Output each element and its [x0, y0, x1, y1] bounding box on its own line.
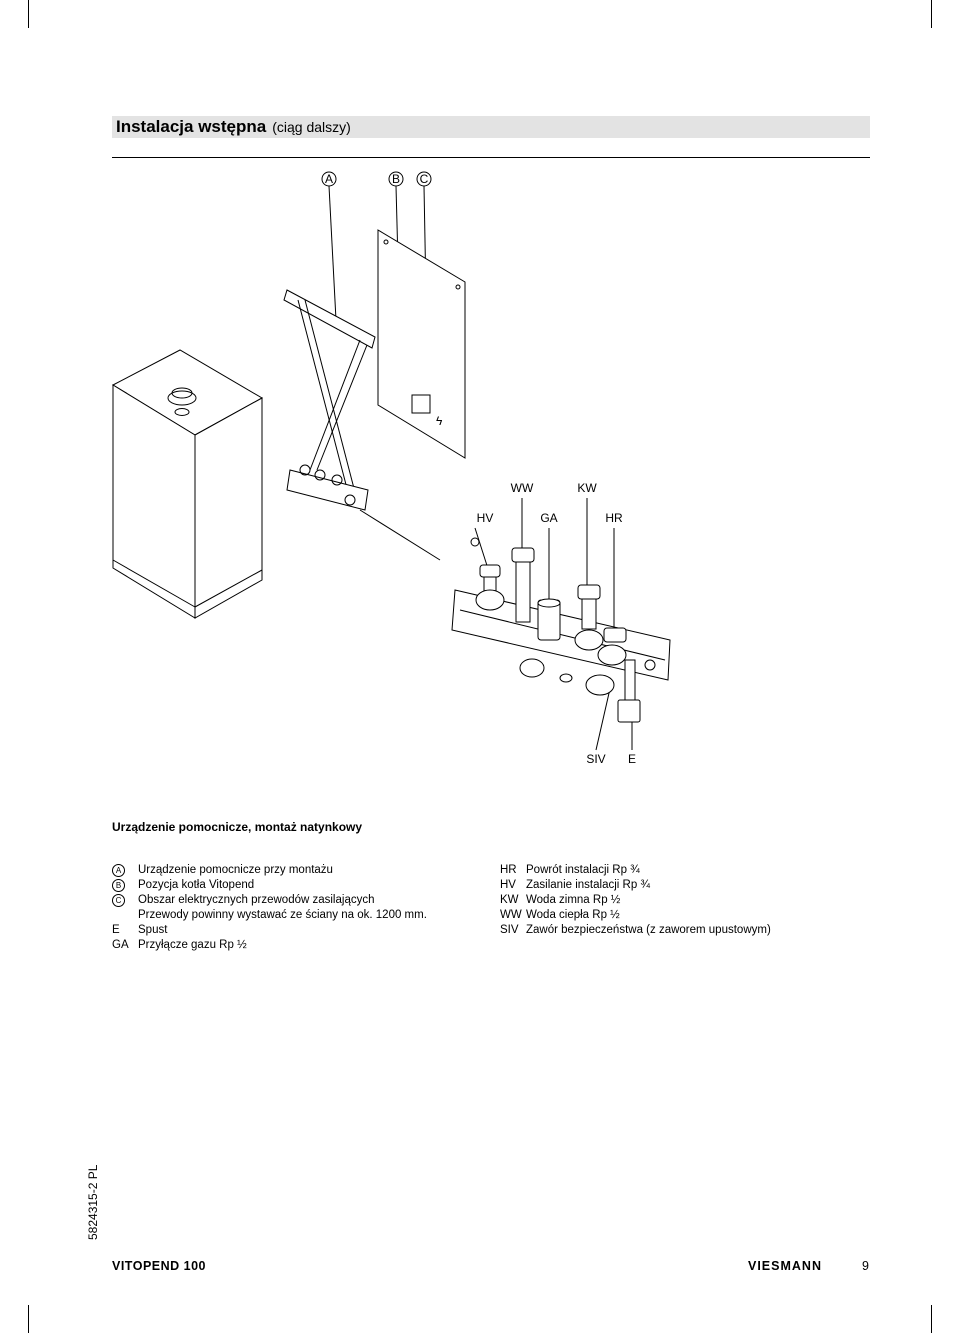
- header-bar: [112, 116, 870, 138]
- wall-template: ϟ: [377, 229, 466, 459]
- legend-key: GA: [112, 939, 129, 951]
- legend-text: Powrót instalacji Rp ¾: [526, 864, 640, 876]
- label-kw: KW: [577, 481, 597, 495]
- label-ga: GA: [540, 511, 557, 525]
- legend-item: WW Woda ciepła Rp ½: [500, 908, 771, 923]
- crop-mark: [28, 1305, 29, 1333]
- legend-text: Spust: [138, 924, 168, 936]
- legend-text: Przyłącze gazu Rp ½: [138, 939, 247, 951]
- page-number: 9: [862, 1259, 869, 1273]
- legend-item: C Obszar elektrycznych przewodów zasilają…: [112, 893, 427, 908]
- svg-text:B: B: [392, 172, 400, 186]
- legend-key: HR: [500, 864, 517, 876]
- legend-left: A Urządzenie pomocnicze przy montażu B Poz…: [112, 863, 427, 953]
- legend-key: A: [112, 864, 125, 877]
- boiler-illustration: [111, 349, 264, 619]
- product-name: VITOPEND 100: [112, 1259, 207, 1273]
- legend-key: KW: [500, 894, 519, 906]
- legend-text: Zawór bezpieczeństwa (z zaworem upustowy…: [526, 924, 771, 936]
- legend-item: HR Powrót instalacji Rp ¾: [500, 863, 771, 878]
- legend-text: Woda ciepła Rp ½: [526, 909, 620, 921]
- legend-text: Zasilanie instalacji Rp ¾: [526, 879, 651, 891]
- legend-item: GA Przyłącze gazu Rp ½: [112, 938, 427, 953]
- callout-a: A: [321, 171, 337, 321]
- valve-assembly-detail: [451, 537, 671, 723]
- legend-right: HR Powrót instalacji Rp ¾ HV Zasilanie ins…: [500, 863, 771, 938]
- legend-item: HV Zasilanie instalacji Rp ¾: [500, 878, 771, 893]
- page-subtitle: (ciąg dalszy): [272, 119, 351, 135]
- svg-text:A: A: [325, 172, 333, 186]
- legend-item: SIV Zawór bezpieczeństwa (z zaworem upust…: [500, 923, 771, 938]
- label-ww: WW: [511, 481, 534, 495]
- legend-text: Przewody powinny wystawać ze ściany na o…: [138, 909, 427, 921]
- legend-item: B Pozycja kotła Vitopend: [112, 878, 427, 893]
- legend-key: WW: [500, 909, 522, 921]
- crop-mark: [931, 0, 932, 28]
- legend-item: E Spust: [112, 923, 427, 938]
- legend-item: A Urządzenie pomocnicze przy montażu: [112, 863, 427, 878]
- legend-text: Urządzenie pomocnicze przy montażu: [138, 864, 333, 876]
- legend-text: Pozycja kotła Vitopend: [138, 879, 255, 891]
- legend-key: B: [112, 879, 125, 892]
- mounting-frame: [283, 289, 441, 561]
- legend-key: SIV: [500, 924, 519, 936]
- page-title: Instalacja wstępna(ciąg dalszy): [116, 117, 351, 136]
- label-hv: HV: [477, 511, 494, 525]
- installation-figure: A B C: [111, 171, 671, 766]
- legend-text: Obszar elektrycznych przewodów zasilając…: [138, 894, 375, 906]
- figure-caption: Urządzenie pomocnicze, montaż natynkowy: [112, 820, 363, 834]
- svg-text:ϟ: ϟ: [436, 414, 443, 428]
- document-code: 5824315-2 PL: [86, 1164, 100, 1240]
- legend-key: E: [112, 924, 120, 936]
- legend-text: Woda zimna Rp ½: [526, 894, 621, 906]
- label-siv: SIV: [586, 752, 605, 766]
- label-e: E: [628, 752, 636, 766]
- legend-key: [112, 908, 138, 923]
- svg-text:C: C: [420, 172, 429, 186]
- label-hr: HR: [605, 511, 623, 525]
- crop-mark: [931, 1305, 932, 1333]
- crop-mark: [28, 0, 29, 28]
- brand-logo: VIESMANN: [748, 1259, 822, 1273]
- legend-key: C: [112, 894, 125, 907]
- header-rule: [112, 157, 870, 158]
- legend-key: HV: [500, 879, 516, 891]
- legend-item: KW Woda zimna Rp ½: [500, 893, 771, 908]
- legend-item: Przewody powinny wystawać ze ściany na o…: [112, 908, 427, 923]
